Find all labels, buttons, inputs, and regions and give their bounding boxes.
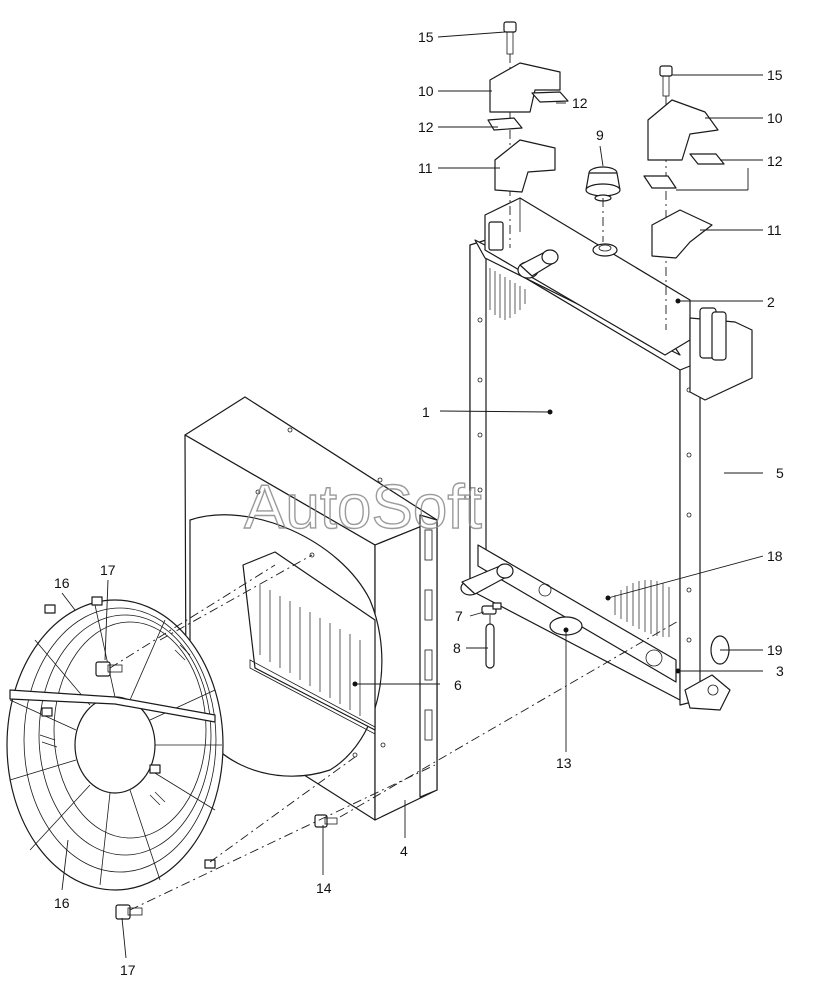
callout-16-bottom: 16 [54, 895, 70, 911]
callout-12-left: 12 [418, 119, 434, 135]
callout-15-left: 15 [418, 29, 434, 45]
callout-5: 5 [776, 465, 784, 481]
callout-10-left: 10 [418, 83, 434, 99]
callout-18: 18 [767, 548, 783, 564]
callout-11-right: 11 [767, 222, 782, 238]
right-bracket-stack [643, 65, 725, 330]
fan-guard [6, 596, 224, 891]
callout-13: 13 [556, 755, 572, 771]
callout-6: 6 [454, 677, 462, 693]
left-bracket-stack [487, 21, 569, 248]
callout-labels: 15 10 12 12 11 9 15 10 12 11 2 1 5 18 7 … [54, 29, 784, 978]
callout-10-right: 10 [767, 110, 783, 126]
fan-shroud [184, 396, 438, 821]
callout-8: 8 [453, 640, 461, 656]
callout-16-top: 16 [54, 575, 70, 591]
callout-17-top: 17 [100, 562, 116, 578]
callout-14: 14 [316, 880, 332, 896]
callout-2: 2 [767, 294, 775, 310]
callout-1: 1 [422, 404, 430, 420]
radiator-cap [585, 166, 621, 202]
callout-15-right: 15 [767, 67, 783, 83]
leader-dots [352, 298, 681, 687]
callout-4: 4 [400, 843, 408, 859]
upper-tank [484, 197, 753, 401]
watermark-text: AutoSoft [244, 473, 482, 542]
callout-3: 3 [776, 663, 784, 679]
callout-19: 19 [767, 642, 783, 658]
callout-12-right: 12 [767, 153, 783, 169]
assembly-center-lines [109, 198, 681, 911]
callout-9: 9 [596, 127, 604, 143]
small-parts [95, 602, 730, 920]
callout-12-top: 12 [572, 95, 588, 111]
callout-17-bottom: 17 [120, 962, 136, 978]
callout-7: 7 [455, 608, 463, 624]
leader-lines [61, 31, 764, 959]
callout-11-left: 11 [418, 160, 433, 176]
